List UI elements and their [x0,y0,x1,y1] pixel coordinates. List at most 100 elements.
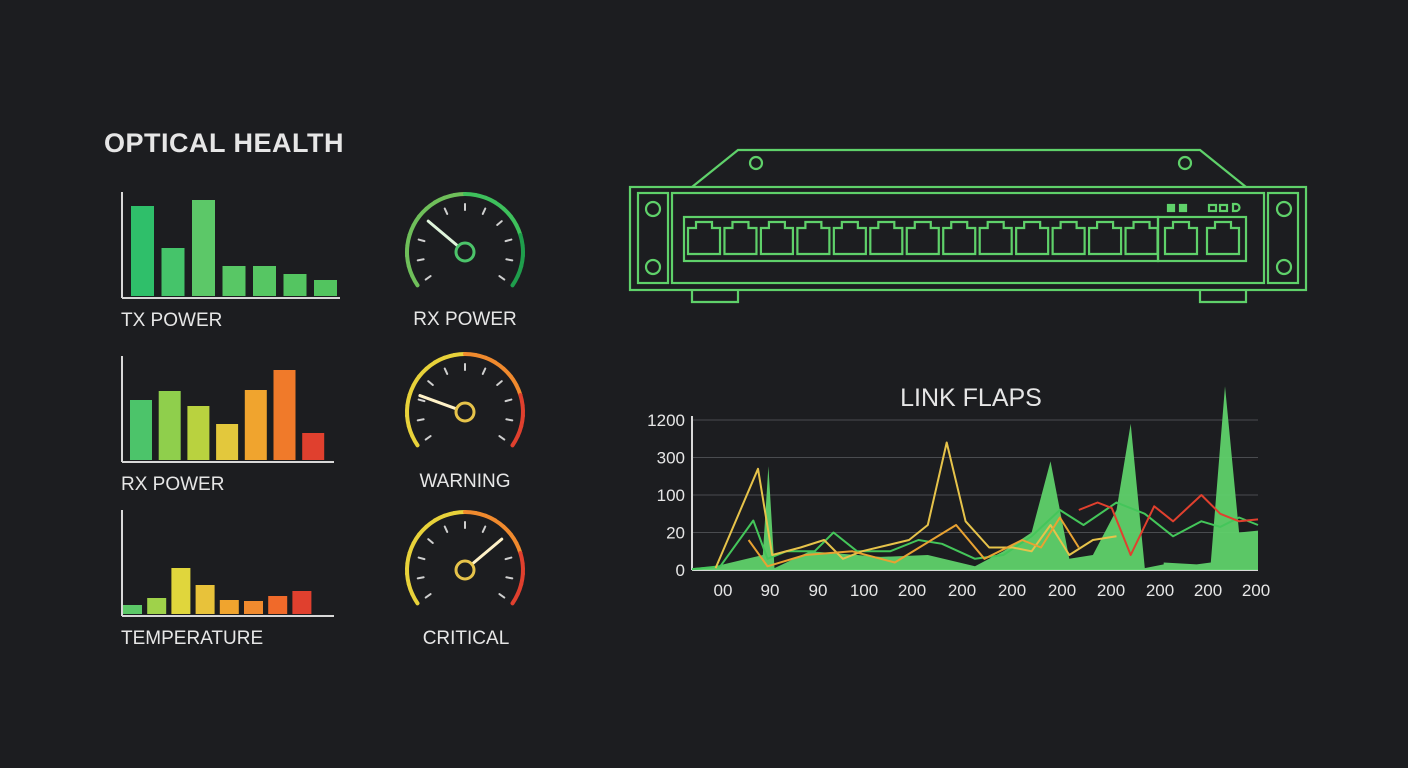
ethernet-port-icon [905,220,940,256]
bar [123,605,142,614]
gauge-tick [504,398,513,403]
gauge-tick [417,398,426,403]
ethernet-port-icon [869,220,904,256]
sfp-port-icon [1163,220,1199,256]
mount-hole-icon [1275,200,1293,218]
bar [273,370,296,460]
warning-gauge [404,352,526,448]
switch-top-bracket [691,148,1247,188]
gauge-tick [416,576,425,580]
gauge-arc-segment [510,274,520,288]
ethernet-port-icon [1051,220,1086,256]
mount-hole-icon [1275,258,1293,276]
ethernet-port-icon [942,220,977,256]
bar [268,596,288,614]
left-rack-ear [636,191,670,285]
gauge-hub [454,559,476,581]
line-series [691,501,1259,571]
ethernet-port-icon [759,220,795,256]
bar [244,601,263,614]
status-led [1218,203,1229,213]
mount-hole-icon [644,258,662,276]
gauge-tick [443,367,449,375]
bar [195,585,215,614]
switch-foot [1198,290,1248,304]
bar [161,248,185,296]
gauge-tick [427,380,434,387]
bar [222,266,246,296]
bar [219,600,239,614]
gauge-tick [498,275,506,281]
x-tick-label: 200 [948,581,976,600]
bar [216,424,239,460]
ethernet-port-icon [723,220,758,256]
line-series [1078,494,1259,556]
sfp-port-icon [1205,220,1241,256]
y-tick-label: 0 [676,561,685,580]
ethernet-port-icon [1124,220,1159,256]
y-tick-label: 20 [666,524,685,543]
gauge-arc-segment [510,592,520,606]
link-flaps-title: LINK FLAPS [900,384,1042,412]
ethernet-port-icon [978,220,1013,256]
critical-gauge [404,510,526,606]
ethernet-port-icon [686,220,722,256]
screw-icon [1177,155,1193,171]
right-rack-ear [1266,191,1300,285]
bar [253,266,276,296]
line-series [714,441,1117,569]
gauge-tick [417,556,426,561]
bar [158,391,181,460]
gauge-tick [427,538,434,545]
gauge-tick [505,258,514,262]
gauge-arc-segment [510,434,520,448]
warning-gauge-label: WARNING [419,471,510,492]
gauge-tick [504,238,513,243]
gauge-tick [498,593,506,599]
y-tick-label: 1200 [647,411,685,430]
temperature-bar-chart [121,510,334,617]
x-tick-label: 90 [809,581,828,600]
gauge-tick [496,220,503,227]
rx-power-label: RX POWER [121,474,224,495]
switch-chassis [628,185,1308,292]
x-tick-label: 200 [1048,581,1076,600]
gauge-needle [470,537,504,566]
y-tick-label: 300 [657,449,685,468]
rx-power-gauge [404,192,526,288]
gauge-tick [424,275,432,281]
switch-front-panel [670,191,1266,285]
x-tick-label: 200 [1146,581,1174,600]
ethernet-port-icon [832,220,867,256]
network-switch-icon [628,148,1308,304]
switch-foot [690,290,740,304]
bar [131,206,154,296]
tx-power-bar-chart [121,192,340,299]
rx-power-bar-chart [121,356,334,463]
ethernet-port-icon [1015,220,1050,256]
bar [302,433,325,460]
gauge-tick [498,435,506,441]
gauge-tick [504,556,513,561]
ethernet-port-icon [1087,220,1123,256]
critical-gauge-label: CRITICAL [423,628,510,649]
x-tick-label: 100 [850,581,878,600]
x-tick-label: 200 [1194,581,1222,600]
tx-power-label: TX POWER [121,310,222,331]
bar [192,200,215,296]
gauge-tick [443,207,449,215]
x-tick-label: 200 [1097,581,1125,600]
bar [171,568,191,614]
area-series [692,386,1258,570]
bar [130,400,152,460]
gauge-tick [481,525,487,533]
gauge-tick [417,238,426,243]
mount-hole-icon [644,200,662,218]
gauge-tick [481,207,487,215]
gauge-hub [454,401,476,423]
bar [244,390,267,460]
y-tick-label: 100 [657,486,685,505]
screw-icon [748,155,764,171]
gauge-needle [426,219,460,248]
gauge-tick [443,525,449,533]
